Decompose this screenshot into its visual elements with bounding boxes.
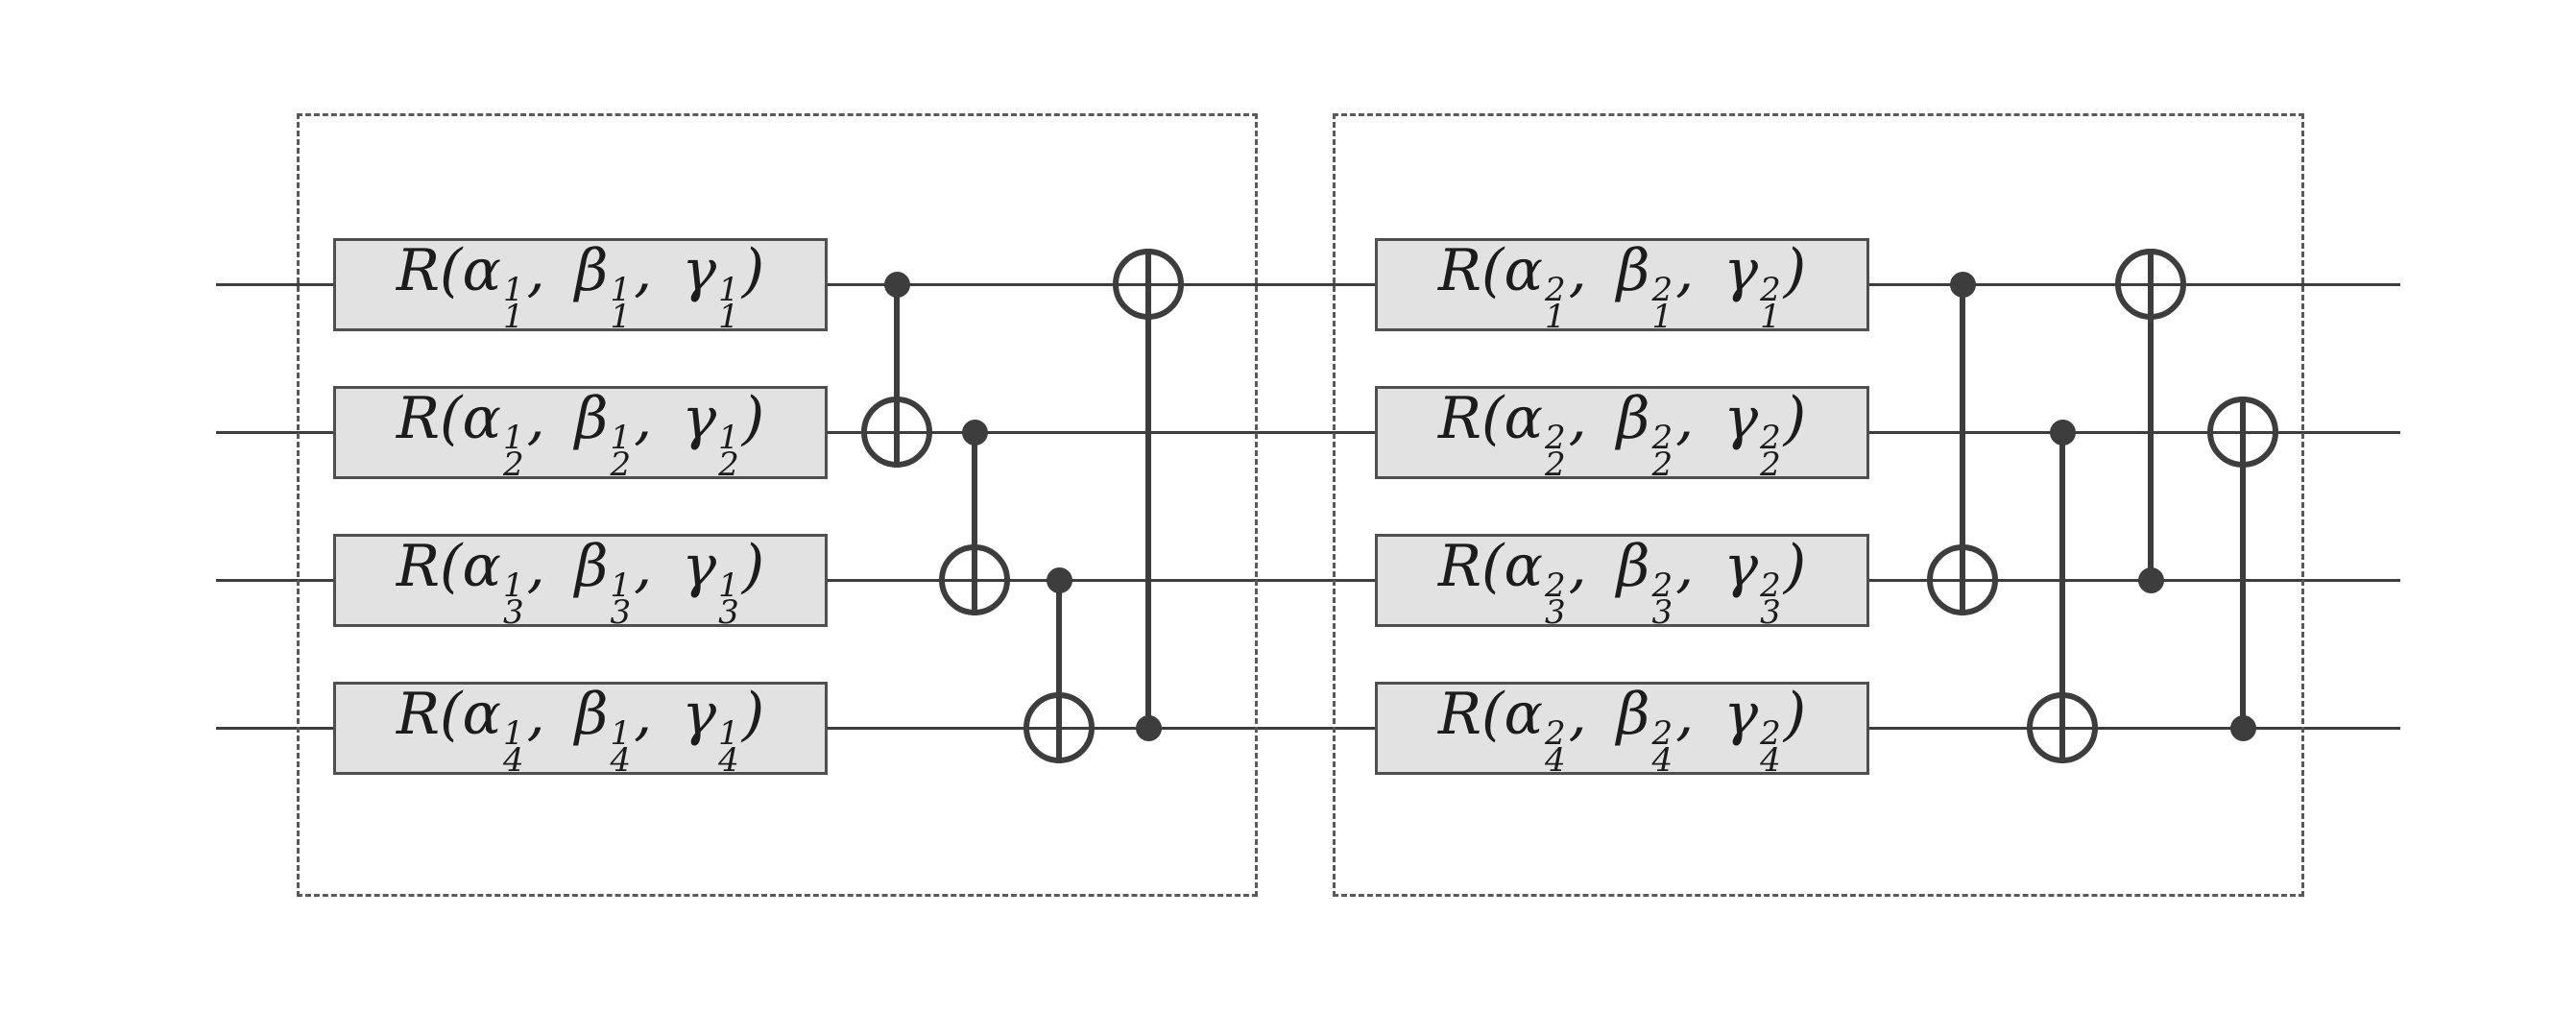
param-subscript: 2 [1760,446,1781,485]
layer-1-box [297,113,1258,897]
cnot-connector [1056,580,1062,763]
param-subscript: 2 [718,446,739,485]
param-superscript: 1 [610,566,632,605]
param-subscript: 4 [610,741,632,781]
param-subscript: 1 [1760,298,1781,337]
param-superscript: 2 [1760,418,1781,457]
param-subscript: 2 [502,446,524,485]
cnot-target-icon [2207,397,2278,468]
cnot-target-icon [1927,544,1998,615]
param-superscript: 2 [1544,418,1566,457]
param-subscript: 3 [1544,593,1566,633]
param-subscript: 1 [718,298,739,337]
param-subscript: 2 [1544,446,1566,485]
param-subscript: 3 [1651,593,1673,633]
param-subscript: 1 [502,298,524,337]
cnot-control-dot [961,419,988,446]
cnot-connector [1145,249,1151,728]
param-subscript: 1 [610,298,632,337]
param-superscript: 1 [718,418,739,457]
cnot-control-dot [1046,566,1072,593]
param-superscript: 1 [610,418,632,457]
qubit-wire-3 [216,578,2400,582]
param-superscript: 2 [1544,566,1566,605]
param-superscript: 2 [1651,713,1673,753]
cnot-connector [894,284,900,468]
cnot-target-icon [2027,692,2098,763]
param-subscript: 2 [610,446,632,485]
param-superscript: 2 [1651,270,1673,309]
layer-2-box [1333,113,2304,897]
cnot-connector [1960,284,1965,615]
param-superscript: 2 [1760,270,1781,309]
cnot-control-dot [2229,714,2256,741]
cnot-target-icon [1113,249,1184,320]
param-superscript: 2 [1544,713,1566,753]
param-superscript: 1 [610,270,632,309]
cnot-connector [2240,397,2246,728]
qubit-wire-1 [216,282,2400,286]
param-subscript: 1 [1651,298,1673,337]
param-superscript: 1 [502,566,524,605]
param-superscript: 1 [718,270,739,309]
param-subscript: 2 [1651,446,1673,485]
param-subscript: 3 [502,593,524,633]
cnot-control-dot [1949,271,1976,298]
param-superscript: 2 [1760,566,1781,605]
param-superscript: 1 [718,713,739,753]
cnot-target-icon [861,397,932,468]
param-superscript: 2 [1651,566,1673,605]
param-subscript: 3 [610,593,632,633]
cnot-control-dot [883,271,910,298]
param-superscript: 1 [502,270,524,309]
param-superscript: 1 [502,418,524,457]
qubit-wire-4 [216,726,2400,730]
param-subscript: 4 [718,741,739,781]
param-subscript: 4 [502,741,524,781]
param-superscript: 1 [718,566,739,605]
param-subscript: 3 [1760,593,1781,633]
qubit-wire-2 [216,430,2400,434]
param-superscript: 1 [610,713,632,753]
param-subscript: 3 [718,593,739,633]
param-superscript: 2 [1760,713,1781,753]
param-subscript: 1 [1544,298,1566,337]
cnot-control-dot [1135,714,1162,741]
param-superscript: 1 [502,713,524,753]
cnot-target-icon [939,544,1010,615]
param-subscript: 4 [1651,741,1673,781]
cnot-connector [972,432,977,615]
param-superscript: 2 [1544,270,1566,309]
param-superscript: 2 [1651,418,1673,457]
cnot-target-icon [2115,249,2186,320]
cnot-connector [2148,249,2154,580]
cnot-control-dot [2137,566,2164,593]
param-subscript: 4 [1544,741,1566,781]
param-subscript: 4 [1760,741,1781,781]
cnot-connector [2059,432,2065,763]
cnot-control-dot [2049,419,2076,446]
cnot-target-icon [1023,692,1095,763]
